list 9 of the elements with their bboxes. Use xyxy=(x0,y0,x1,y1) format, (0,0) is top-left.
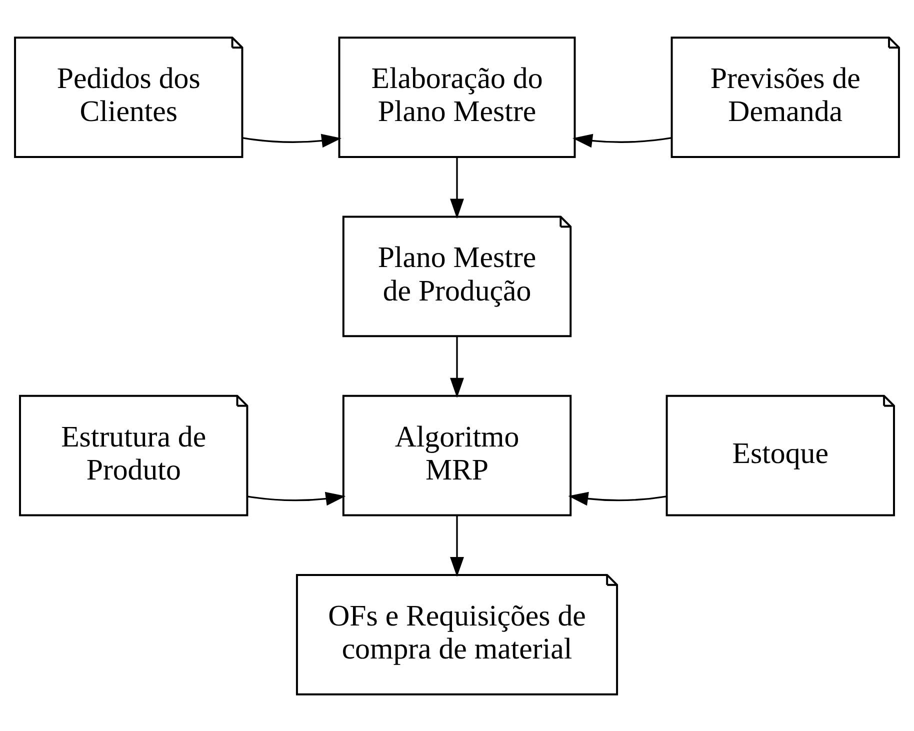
arrow xyxy=(242,133,342,148)
arrow xyxy=(247,491,346,506)
arrow xyxy=(572,133,672,148)
arrow xyxy=(450,156,464,218)
arrow xyxy=(568,491,667,506)
node-box: Elaboração do Plano Mestre xyxy=(338,36,576,158)
node-box: Algoritmo MRP xyxy=(342,394,572,516)
arrow xyxy=(450,514,464,576)
arrow xyxy=(450,336,464,398)
